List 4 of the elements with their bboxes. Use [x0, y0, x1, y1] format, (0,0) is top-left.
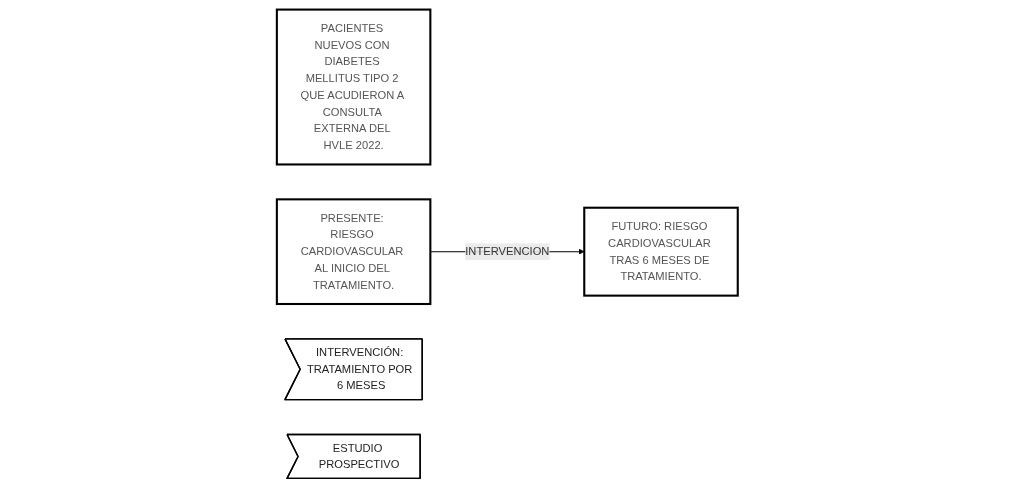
node-box: PACIENTES NUEVOS CON DIABETES MELLITUS TIPO 2 QUE ACUDIERON A CONSULTA EXTERNA DEL HVLE 2022.	[276, 8, 432, 166]
node-box: PRESENTE: RIESGO CARDIOVASCULAR AL INICIO DEL TRATAMIENTO.	[276, 198, 432, 306]
node-box: FUTURO: RIESGO CARDIOVASCULAR TRAS 6 MESES DE TRATAMIENTO.	[583, 206, 739, 297]
edge-label: INTERVENCION	[465, 245, 550, 258]
